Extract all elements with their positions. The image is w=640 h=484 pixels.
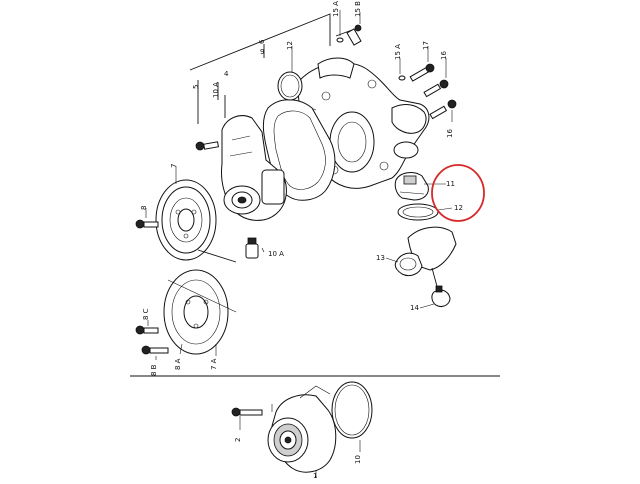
callout-label-15a-top: 15 A (332, 1, 340, 17)
callout-label-16-upper: 16 (440, 51, 448, 60)
assembly-bracket-lines (189, 13, 353, 124)
bolt-16-upper (423, 79, 449, 98)
callout-label-8a: 8 A (174, 358, 182, 370)
callout-label-17: 17 (422, 41, 430, 50)
bolt-8c (135, 325, 159, 335)
callout-label-8-upper: 8 (140, 206, 148, 210)
water-pump-assembly-1 (267, 385, 337, 478)
hose-clamp-14 (431, 285, 451, 307)
callout-label-8b: 8 B (150, 364, 158, 376)
bolt-2 (231, 407, 263, 417)
callout-label-2: 2 (234, 438, 242, 442)
pulley-7 (155, 179, 237, 263)
bolt-16-lower (429, 99, 457, 120)
callout-label-12-top: 12 (286, 41, 294, 50)
callout-label-11: 11 (446, 180, 455, 188)
callout-label-10a-lower: 10 A (268, 250, 284, 258)
coolant-flange-13 (394, 226, 457, 291)
bolt-17 (409, 63, 435, 82)
o-ring-12 (397, 203, 439, 221)
callout-label-10: 10 (354, 455, 362, 464)
callout-label-7: 7 (170, 164, 178, 168)
pump-impeller-4 (221, 115, 287, 221)
callout-label-7a: 7 A (210, 358, 218, 370)
callout-leaders (145, 10, 453, 478)
callout-label-10a-upper: 10 A (212, 82, 220, 98)
callout-label-8c: 8 C (142, 308, 150, 320)
callout-label-15a-right: 15 A (394, 44, 402, 60)
callout-label-12: 12 (454, 204, 463, 212)
o-ring-10 (331, 381, 373, 439)
callout-label-15b: 15 B (354, 1, 362, 17)
callout-label-4: 4 (224, 70, 229, 78)
washer-15a-right (398, 75, 406, 81)
thermostat-11 (394, 172, 429, 201)
callout-label-13: 13 (376, 254, 385, 262)
bolt-8-upper (135, 219, 159, 229)
highlight-circle (431, 164, 485, 222)
bolt-8b (141, 345, 169, 355)
pulley-7a (163, 269, 237, 355)
washer-15a-top (336, 37, 344, 43)
callout-label-6: 6 (258, 39, 266, 44)
callout-label-16-lower: 16 (446, 129, 454, 138)
bolt-15b (346, 24, 362, 46)
callout-label-9: 9 (260, 48, 264, 56)
callout-label-5: 5 (192, 85, 200, 89)
drain-plug-10a (245, 237, 259, 259)
callout-label-1: 1 (313, 472, 317, 480)
callout-label-14: 14 (410, 304, 419, 312)
bolt-5 (195, 141, 219, 151)
o-ring-12-top (277, 71, 303, 101)
